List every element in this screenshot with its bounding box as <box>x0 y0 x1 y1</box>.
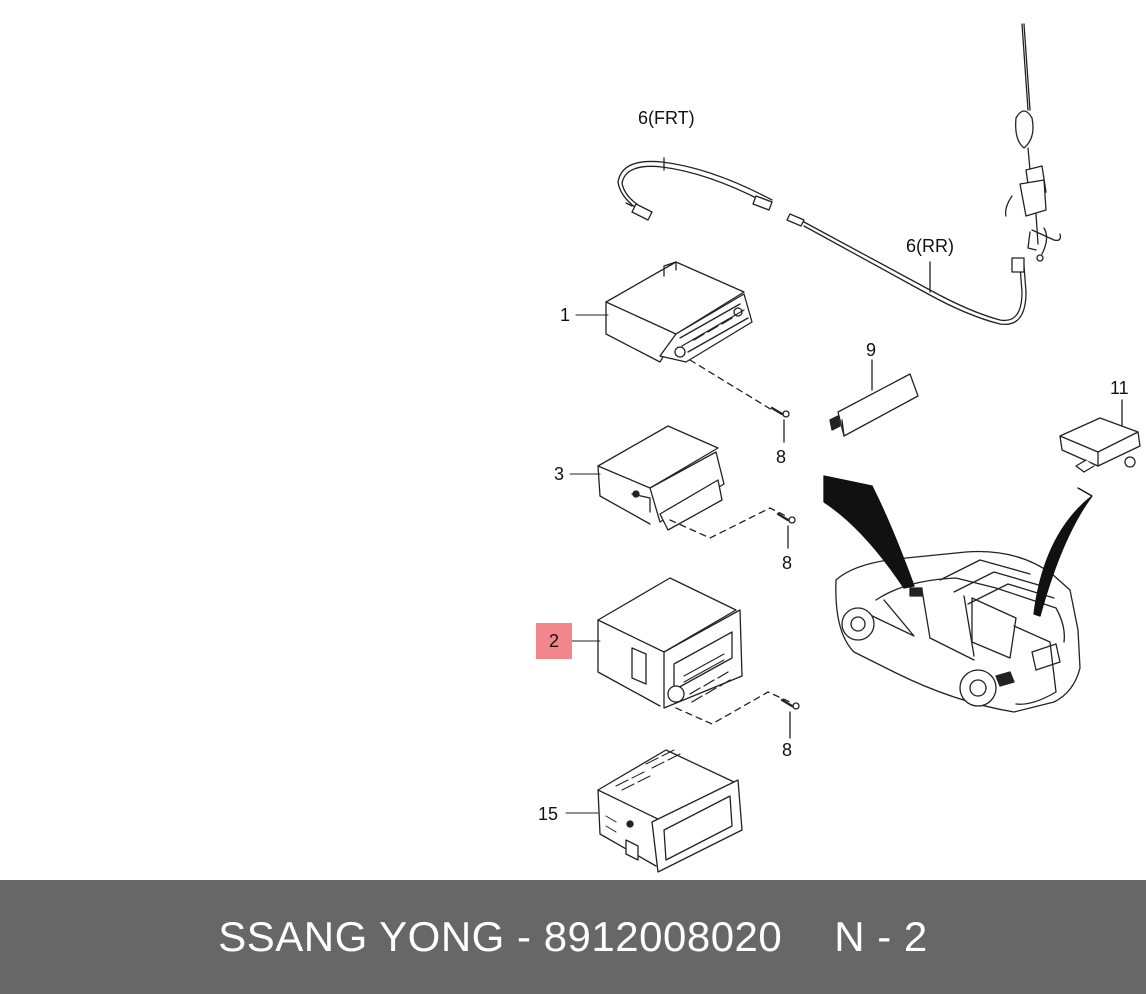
audio-unit-1 <box>605 261 753 363</box>
screw-8-bottom <box>780 698 800 739</box>
callout-8-top: 8 <box>776 447 787 467</box>
mounting-bracket-15 <box>597 749 743 873</box>
pointer-wedge <box>1033 487 1093 617</box>
footer-brand: SSANG YONG <box>218 913 505 960</box>
highlight-marker <box>536 623 572 659</box>
callout-11: 11 <box>1110 378 1129 398</box>
callout-8-bottom: 8 <box>782 740 793 760</box>
audio-unit-2 <box>597 577 743 709</box>
connector-line <box>689 359 773 411</box>
footer-part-number: 8912008020 <box>543 913 783 960</box>
faceplate-9 <box>829 359 919 437</box>
connector-line <box>675 691 791 725</box>
callout-2: 2 <box>549 631 560 651</box>
leader-lines <box>565 314 609 814</box>
antenna-cable-front <box>617 157 773 221</box>
vehicle-illustration <box>835 550 1081 713</box>
screw-8-middle <box>776 512 796 549</box>
pointer-wedge <box>823 475 915 589</box>
callout-3: 3 <box>554 464 565 484</box>
callout-1: 1 <box>560 305 571 325</box>
callout-15: 15 <box>538 804 559 824</box>
parts-diagram: 1 2 3 6(FRT) 6(RR) 8 8 8 9 11 15 <box>536 23 1141 873</box>
footer-separator: - <box>517 913 532 960</box>
callout-8-middle: 8 <box>782 553 793 573</box>
connector-line <box>669 507 787 539</box>
diagram-drawing <box>565 23 1141 873</box>
footer-bar: SSANG YONG - 8912008020 N - 2 <box>0 880 1146 994</box>
callout-9: 9 <box>866 340 877 360</box>
callout-6-rr: 6(RR) <box>906 236 954 256</box>
screw-8-top <box>770 406 790 443</box>
antenna-cable-rear <box>786 213 1027 326</box>
callout-6-frt: 6(FRT) <box>638 108 695 128</box>
antenna-assembly <box>1004 23 1062 262</box>
footer-ref: N - 2 <box>834 913 928 960</box>
storage-tray-3 <box>597 425 725 531</box>
amplifier-module-11 <box>1059 399 1141 473</box>
